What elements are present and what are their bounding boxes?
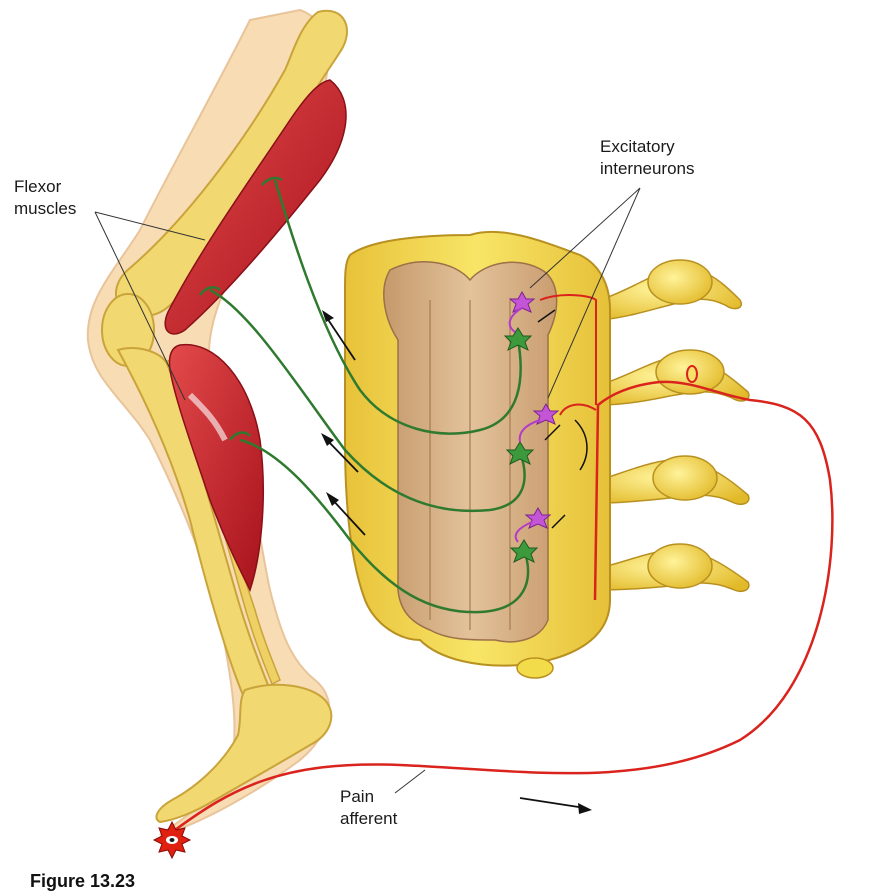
tendon-highlight	[187, 392, 228, 442]
motor-neurons	[199, 176, 539, 614]
flow-arrow-icon	[322, 310, 356, 361]
interneuron-process-3	[514, 521, 533, 543]
pain-afferent-label: Pain afferent	[340, 786, 397, 830]
interneuron-process-2	[518, 419, 541, 443]
motor-axon-2	[209, 288, 526, 513]
femur-bone	[115, 9, 348, 317]
pain-label-line2: afferent	[340, 809, 398, 828]
excitatory-interneurons-label: Excitatory interneurons	[600, 136, 695, 180]
flow-arrow-icon	[519, 797, 592, 814]
dorsal-root-ganglion-3	[652, 455, 718, 501]
bottom-root-stub	[516, 657, 554, 679]
motor-neuron-soma-3	[509, 539, 539, 564]
pain-stimulus-icon	[152, 820, 192, 860]
figure-caption: Figure 13.23	[30, 871, 136, 891]
dorsal-root-ganglion-1	[647, 259, 713, 305]
motor-neuron-soma-2	[505, 441, 535, 466]
afferent-cell-body	[686, 365, 698, 383]
spinal-cord-segment	[344, 230, 750, 679]
end-plate-1	[261, 176, 283, 186]
pain-afferent-pathway	[174, 294, 834, 832]
signal-arrow-2	[544, 424, 561, 441]
leader-flexor-calf	[94, 211, 186, 401]
signal-arrow-1	[537, 309, 556, 323]
leader-lines	[94, 187, 641, 794]
interneuron-soma-2	[532, 402, 560, 425]
thigh-flexor-muscle	[164, 79, 347, 335]
excitatory-interneurons	[508, 290, 588, 543]
flow-arrow-icon	[321, 433, 359, 473]
signal-arrow-4	[551, 514, 566, 529]
leader-interneuron-2	[547, 187, 641, 399]
end-plate-3	[229, 431, 251, 441]
dorsal-roots	[599, 259, 750, 592]
efferent-flow-arrows	[321, 310, 592, 814]
flexor-label-line1: Flexor	[14, 177, 62, 196]
excitatory-label-line1: Excitatory	[600, 137, 675, 156]
flexor-muscles-label: Flexor muscles	[14, 176, 76, 220]
calf-flexor-muscle	[168, 343, 264, 592]
foot-bones	[155, 683, 333, 824]
excitatory-label-line2: interneurons	[600, 159, 695, 178]
dorsal-root-ganglion-4	[647, 543, 713, 589]
leg	[86, 8, 348, 836]
leader-interneuron-1	[529, 187, 641, 289]
pain-label-line1: Pain	[340, 787, 375, 806]
pain-afferent-fiber	[174, 380, 834, 832]
flow-arrow-icon	[326, 492, 366, 536]
pain-afferent-branch-up	[539, 294, 597, 405]
pain-afferent-branch-mid	[559, 403, 597, 416]
signal-arrow-3	[574, 419, 588, 471]
motor-axon-1	[273, 179, 522, 435]
motor-neuron-soma-1	[503, 327, 533, 352]
end-plate-2	[199, 286, 221, 296]
flexor-label-line2: muscles	[14, 199, 77, 218]
leader-pain-afferent	[394, 769, 426, 794]
interneuron-process-1	[508, 307, 523, 333]
leader-flexor-thigh	[94, 211, 206, 241]
motor-axon-3	[239, 438, 530, 614]
